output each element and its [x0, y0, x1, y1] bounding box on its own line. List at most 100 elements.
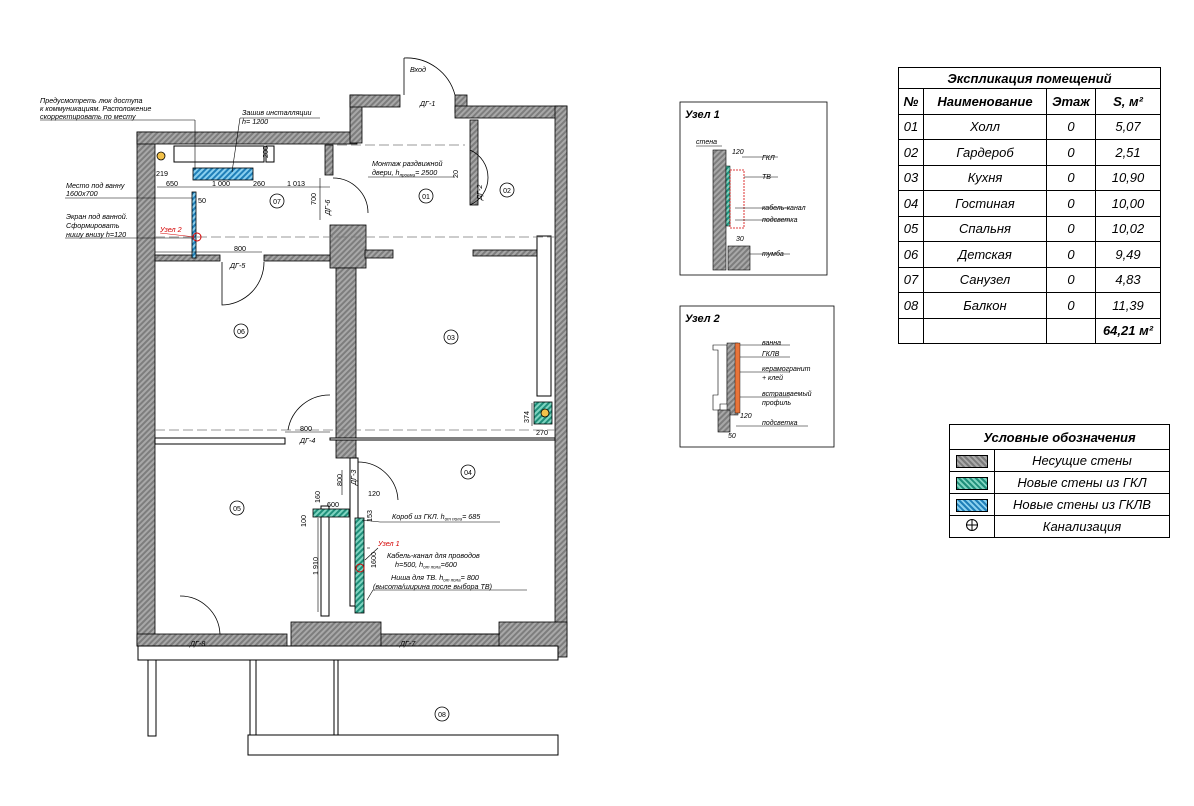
- note-sew-line1: Зашив инсталляции: [242, 108, 312, 117]
- note-bath-line1: Место под ванну: [66, 181, 125, 190]
- node2-label-light: подсветка: [762, 419, 798, 427]
- node2-label-50: 50: [728, 433, 736, 440]
- gkl-walls: [191, 167, 553, 614]
- dim-800-a: 800: [234, 244, 246, 253]
- dim-219: 219: [156, 169, 168, 178]
- partition-walls: [137, 145, 559, 756]
- dim-100: 100: [299, 515, 308, 527]
- row-area: 11,39: [1095, 292, 1161, 319]
- legend-item: Новые стены из ГКЛВ: [949, 493, 1170, 516]
- dim-800-c: 800: [335, 474, 344, 486]
- explication-title: Экспликация помещений: [898, 67, 1161, 89]
- door-dg8: ДГ-8: [189, 639, 205, 648]
- room-number-06: 06: [237, 329, 245, 336]
- bearing-wall-swatch-icon: [956, 455, 988, 469]
- note-niche-part3: = 800: [461, 573, 479, 582]
- door-dg4: ДГ-4: [299, 436, 315, 445]
- row-number: 04: [898, 190, 924, 217]
- row-name: Детская: [923, 241, 1047, 268]
- node1-label-gkl: ГКЛ: [762, 155, 775, 162]
- door-dg2: ДГ-2: [475, 185, 484, 201]
- col-number: №: [898, 88, 924, 115]
- explication-header: № Наименование Этаж S, м²: [898, 88, 1161, 115]
- row-area: 4,83: [1095, 266, 1161, 293]
- node2-detail: Узел 2 ванна ГКЛВ керамогранит + клей вс…: [679, 305, 835, 448]
- dim-650: 650: [166, 179, 178, 188]
- legend-item: Новые стены из ГКЛ: [949, 471, 1170, 494]
- node2-label-bath: ванна: [762, 340, 781, 347]
- note-hatch-line2: к коммуникациям. Расположение: [40, 104, 151, 113]
- note-niche-line2: (высота/ширина после выбора ТВ): [373, 582, 492, 591]
- row-name: Балкон: [923, 292, 1047, 319]
- room-markers: [229, 182, 515, 722]
- svg-text:двери, hпроема= 2500: двери, hпроема= 2500: [372, 168, 437, 178]
- door-dg5: ДГ-5: [229, 261, 246, 270]
- note-cable-line1: Кабель-канал для проводов: [387, 551, 480, 560]
- svg-text:Короб из ГКЛ. hот пола= 685: Короб из ГКЛ. hот пола= 685: [392, 512, 481, 522]
- note-bath-line2: 1600х700: [66, 189, 98, 198]
- row-floor: 0: [1046, 215, 1096, 242]
- row-area: 10,90: [1095, 164, 1161, 191]
- dim-153: 153: [365, 510, 374, 522]
- row-name: Гардероб: [923, 139, 1047, 166]
- note-cable-part1: h=500, h: [395, 560, 423, 569]
- row-number: 08: [898, 292, 924, 319]
- node2-label-gklv: ГКЛВ: [762, 351, 780, 358]
- dim-1600: 1600: [369, 552, 378, 568]
- row-number: 07: [898, 266, 924, 293]
- explication-table: Экспликация помещений № Наименование Эта…: [898, 67, 1161, 344]
- door-dg3: ДГ-3: [349, 470, 358, 486]
- row-floor: 0: [1046, 190, 1096, 217]
- node1-label-tv: ТВ: [762, 174, 771, 181]
- legend-table: Условные обозначения Несущие стены Новые…: [949, 424, 1170, 538]
- row-area: 9,49: [1095, 241, 1161, 268]
- legend-label: Канализация: [994, 515, 1170, 538]
- door-dg1: ДГ-1: [419, 99, 435, 108]
- row-floor: 0: [1046, 241, 1096, 268]
- node1-label-30: 30: [736, 236, 744, 243]
- row-number: 03: [898, 164, 924, 191]
- total-area: 64,21 м²: [1095, 317, 1161, 344]
- row-number: 02: [898, 139, 924, 166]
- svg-text:h=500, hот пола=600: h=500, hот пола=600: [395, 560, 457, 570]
- row-name: Санузел: [923, 266, 1047, 293]
- node1-label-cable: кабель-канал: [762, 204, 806, 212]
- gkl-wall-swatch-icon: [956, 477, 988, 491]
- door-dg6: ДГ-6: [323, 200, 332, 216]
- node1-detail: Узел 1 стена 120 ГКЛ ТВ кабель-канал под…: [679, 101, 828, 276]
- sewer-icon: [156, 151, 550, 418]
- row-name: Спальня: [923, 215, 1047, 242]
- node1-callout: Узел 1: [377, 539, 400, 548]
- legend-item: Канализация: [949, 515, 1170, 538]
- row-number: 01: [898, 113, 924, 140]
- gklv-wall-swatch-icon: [956, 499, 988, 513]
- dim-800-b: 800: [300, 424, 312, 433]
- note-cable-part3: =600: [441, 560, 457, 569]
- note-sliding-part3: = 2500: [415, 168, 437, 177]
- note-niche-part1: Ниша для ТВ. h: [391, 573, 443, 582]
- room-number-03: 03: [447, 335, 455, 342]
- note-sliding-sub: проема: [400, 173, 416, 178]
- total-row: 64,21 м²: [898, 317, 1161, 344]
- entrance-label: Вход: [410, 65, 426, 74]
- row-name: Гостиная: [923, 190, 1047, 217]
- svg-text:Ниша для ТВ. hот пола= 800: Ниша для ТВ. hот пола= 800: [391, 573, 479, 583]
- node1-label-120: 120: [732, 149, 744, 156]
- row-name: Холл: [923, 113, 1047, 140]
- node2-title: Узел 2: [685, 313, 720, 325]
- row-floor: 0: [1046, 139, 1096, 166]
- dim-200: 200: [261, 146, 270, 158]
- node1-label-wall: стена: [696, 139, 717, 146]
- dim-1013: 1 013: [287, 179, 305, 188]
- legend-label: Новые стены из ГКЛ: [994, 471, 1170, 494]
- legend-label: Несущие стены: [994, 449, 1170, 472]
- dim-1000: 1 000: [212, 179, 230, 188]
- dim-700: 700: [309, 193, 318, 205]
